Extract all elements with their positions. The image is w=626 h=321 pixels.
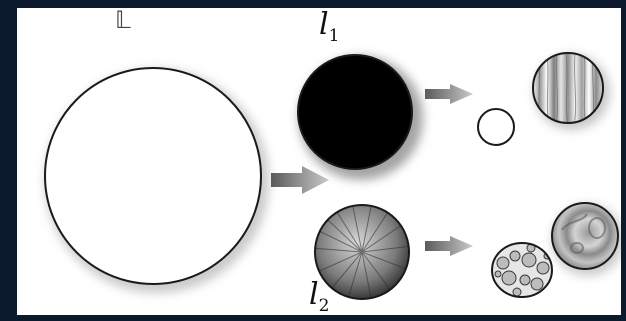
label-large-set: 𝕃 [115, 8, 131, 32]
lower-arrow-icon [425, 236, 473, 256]
label-l1-base: l [319, 8, 329, 42]
diagram-panel: 𝕃 l1 l2 [17, 8, 621, 315]
label-l2-base: l [309, 277, 319, 312]
striped-disc [533, 53, 610, 130]
large-set-circle [45, 68, 269, 293]
label-l1-subscript: 1 [329, 26, 340, 46]
diagram-canvas [17, 8, 621, 315]
upper-arrow-icon [425, 84, 473, 104]
label-large-set-text: 𝕃 [115, 8, 131, 34]
label-l1: l1 [319, 10, 339, 45]
label-l2-subscript: 2 [319, 296, 330, 315]
center-arrow-icon [271, 166, 329, 194]
wavy-disc [552, 203, 621, 276]
label-l2: l2 [309, 280, 329, 315]
bubbly-disc [492, 243, 552, 297]
l1-black-disc [298, 55, 423, 180]
small-empty-circle [478, 109, 514, 145]
